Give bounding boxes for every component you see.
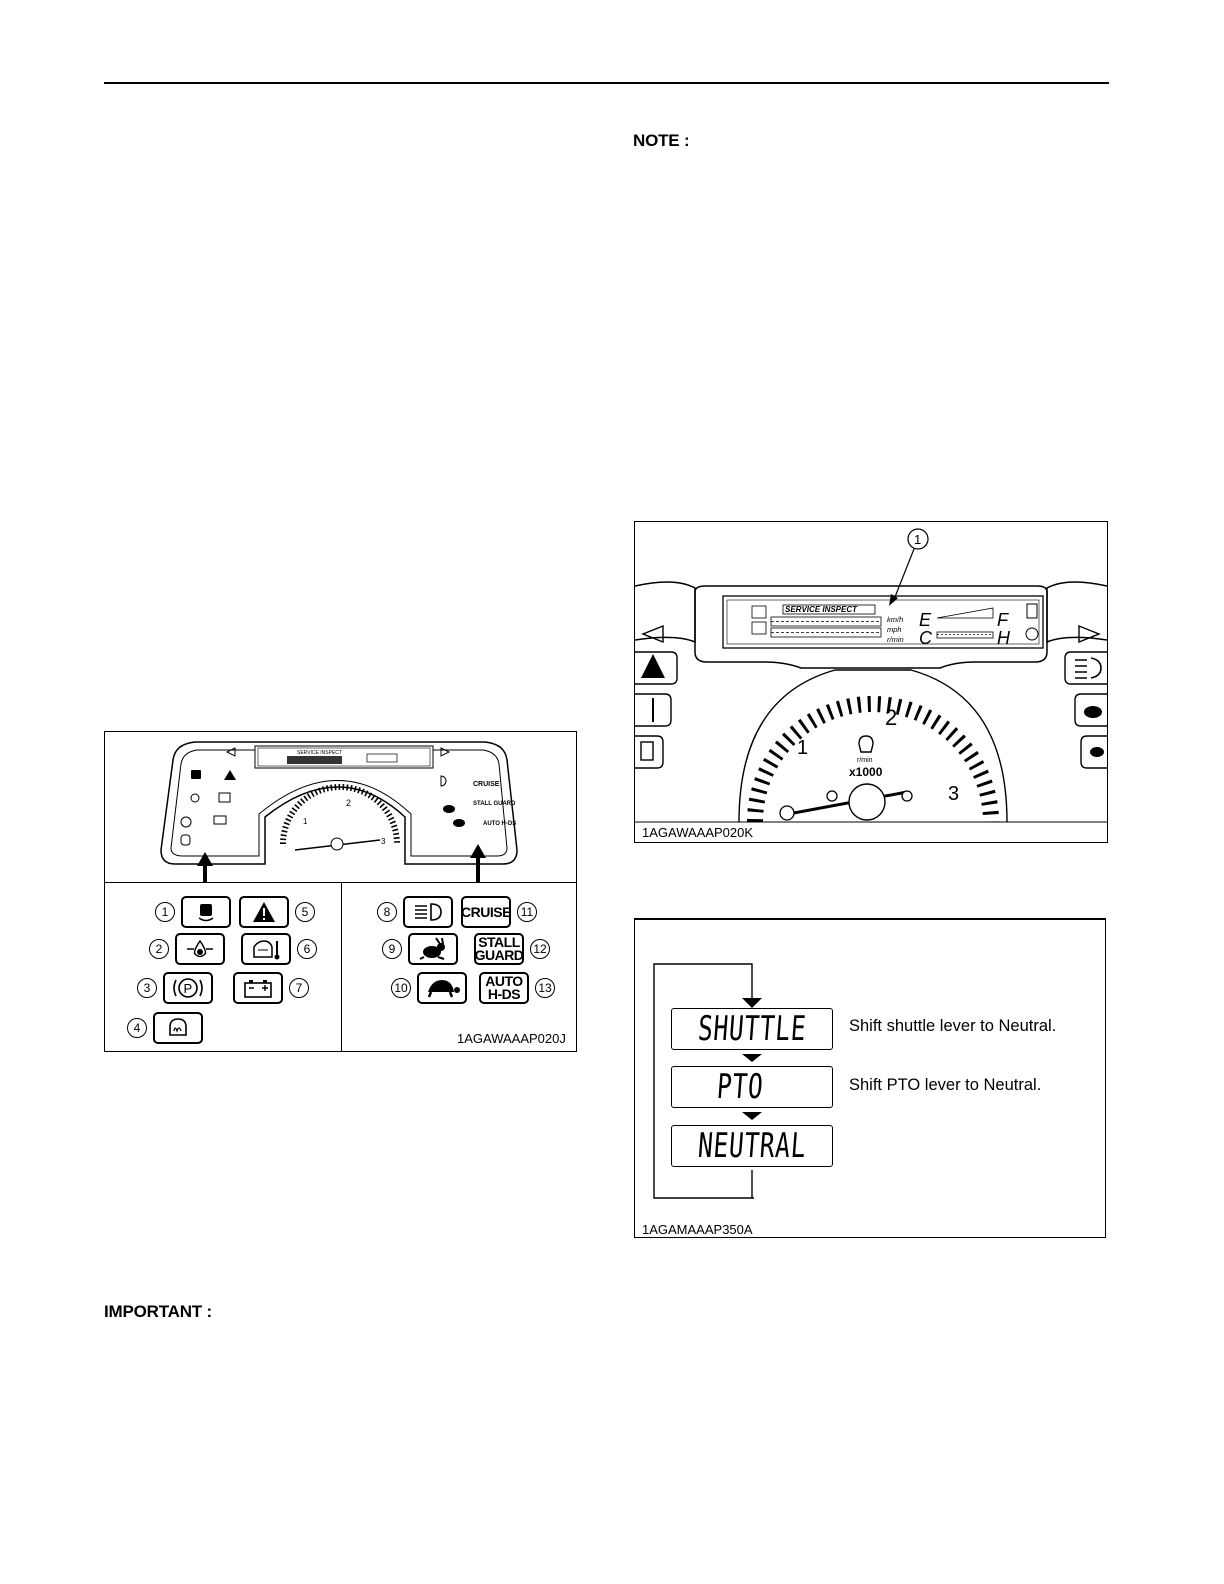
master-warning-icon bbox=[239, 896, 289, 928]
legend-num-7: 7 bbox=[289, 978, 309, 998]
panel-cruise: CRUISE bbox=[473, 781, 500, 788]
temp-label-h: H bbox=[997, 628, 1011, 648]
fuel-label-f: F bbox=[997, 610, 1009, 630]
lcd-pto: PTO bbox=[671, 1066, 833, 1108]
legend-row-9-12: 9 STALL GUARD 12 bbox=[382, 933, 550, 965]
legend-num-4: 4 bbox=[127, 1018, 147, 1038]
legend-num-6: 6 bbox=[297, 939, 317, 959]
panel-stall-guard: STALL GUARD bbox=[473, 801, 516, 807]
note-pto: Shift PTO lever to Neutral. bbox=[849, 1076, 1042, 1094]
meter-closeup-drawing: SERVICE INSPECT km/h mph r/min E F C H 1 bbox=[635, 528, 1107, 823]
callout-1: 1 bbox=[914, 532, 921, 547]
tacho-label-1: 1 bbox=[303, 817, 308, 826]
tacho-closeup-1: 1 bbox=[797, 737, 808, 759]
note-heading: NOTE : bbox=[633, 131, 690, 150]
instrument-panel-figure: SERVICE INSPECT 1 2 3 CRUISE STALL G bbox=[104, 731, 577, 1052]
tacho-rpm-unit: r/min bbox=[857, 757, 873, 764]
legend-num-12: 12 bbox=[530, 939, 550, 959]
legend-num-3: 3 bbox=[137, 978, 157, 998]
tacho-label-2: 2 bbox=[346, 798, 351, 808]
tacho-closeup-3: 3 bbox=[948, 783, 959, 805]
tacho-x1000: x1000 bbox=[849, 765, 883, 779]
header-rule bbox=[104, 82, 1109, 84]
legend-row-2-6: 2 6 bbox=[149, 933, 317, 965]
legend-num-10: 10 bbox=[391, 978, 411, 998]
flow-arrows bbox=[653, 963, 762, 1199]
stall-guard-label: STALL GUARD bbox=[474, 934, 524, 963]
legend-row-4: 4 bbox=[127, 1012, 209, 1044]
tacho-label-3: 3 bbox=[381, 837, 386, 846]
figure-separator bbox=[105, 882, 576, 883]
legend-row-8-11: 8 CRUISE 11 bbox=[377, 896, 537, 928]
rabbit-icon bbox=[408, 933, 458, 965]
engine-oil-pressure-icon bbox=[175, 933, 225, 965]
legend-row-1-5: 1 5 bbox=[155, 896, 315, 928]
lcd-service-inspect-label: SERVICE INSPECT bbox=[785, 605, 858, 614]
note-shuttle: Shift shuttle lever to Neutral. bbox=[849, 1017, 1057, 1035]
parking-brake-icon: P bbox=[163, 972, 213, 1004]
four-wheel-drive-icon bbox=[181, 896, 231, 928]
lcd-service-inspect: SERVICE INSPECT bbox=[297, 750, 342, 756]
unit-kmh: km/h bbox=[887, 615, 903, 624]
svg-text:P: P bbox=[184, 981, 193, 996]
turtle-icon bbox=[417, 972, 467, 1004]
legend-num-1: 1 bbox=[155, 902, 175, 922]
temp-label-c: C bbox=[919, 628, 933, 648]
coolant-temperature-icon bbox=[241, 933, 291, 965]
figure-code-right-bottom: 1AGAMAAAP350A bbox=[642, 1222, 753, 1237]
auto-hds-label: AUTO H-DS bbox=[485, 973, 523, 1002]
headlight-icon bbox=[403, 896, 453, 928]
auto-hds-label-box: AUTO H-DS bbox=[479, 972, 529, 1004]
cruise-label-box: CRUISE bbox=[461, 896, 511, 928]
legend-num-5: 5 bbox=[295, 902, 315, 922]
unit-rmin: r/min bbox=[887, 635, 904, 644]
legend-row-3-7: 3 P 7 bbox=[137, 972, 309, 1004]
panel-overview-drawing: SERVICE INSPECT 1 2 3 CRUISE STALL G bbox=[160, 741, 518, 882]
lcd-shuttle: SHUTTLE bbox=[671, 1008, 833, 1050]
legend-num-8: 8 bbox=[377, 902, 397, 922]
flow-figure: SHUTTLE Shift shuttle lever to Neutral. … bbox=[634, 918, 1106, 1238]
figure-divider bbox=[341, 882, 342, 1051]
stall-guard-label-box: STALL GUARD bbox=[474, 933, 524, 965]
lcd-display-figure: SERVICE INSPECT km/h mph r/min E F C H 1 bbox=[634, 521, 1108, 843]
panel-auto-hds: AUTO H-DS bbox=[483, 821, 516, 827]
important-heading: IMPORTANT : bbox=[104, 1302, 212, 1321]
battery-charge-icon bbox=[233, 972, 283, 1004]
lcd-neutral: NEUTRAL bbox=[671, 1125, 833, 1167]
figure-code-left: 1AGAWAAAP020J bbox=[457, 1031, 566, 1046]
unit-mph: mph bbox=[887, 625, 902, 634]
legend-num-9: 9 bbox=[382, 939, 402, 959]
legend-num-13: 13 bbox=[535, 978, 555, 998]
figure-code-right-top: 1AGAWAAAP020K bbox=[642, 825, 754, 840]
legend-num-2: 2 bbox=[149, 939, 169, 959]
cruise-label: CRUISE bbox=[461, 903, 511, 920]
tacho-closeup-2: 2 bbox=[885, 705, 897, 730]
legend-num-11: 11 bbox=[517, 902, 537, 922]
fuel-label-e: E bbox=[919, 610, 932, 630]
tacho-ticks bbox=[280, 784, 400, 845]
legend-row-10-13: 10 AUTO H-DS 13 bbox=[391, 972, 555, 1004]
glow-plug-icon bbox=[153, 1012, 203, 1044]
